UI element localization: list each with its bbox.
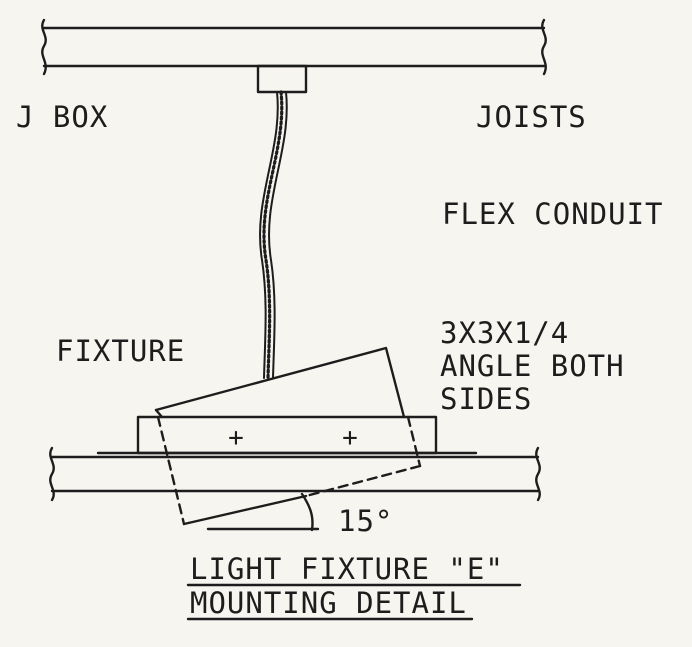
lower-joist-left-break xyxy=(49,446,55,502)
title-line-1: LIGHT FIXTURE "E" xyxy=(190,552,504,586)
angle-label-line-2: ANGLE BOTH xyxy=(440,349,625,383)
flex-conduit-label: FLEX CONDUIT xyxy=(442,197,664,231)
angle-label-line-3: SIDES xyxy=(440,382,533,416)
fixture-label: FIXTURE xyxy=(56,334,186,368)
angle-support xyxy=(96,415,478,455)
joists-label: JOISTS xyxy=(476,100,587,134)
plus-mark-right: + xyxy=(342,423,358,453)
top-joist-left-break xyxy=(41,18,47,76)
angle-label-line-1: 3X3X1/4 xyxy=(440,316,570,350)
j-box-label: J BOX xyxy=(16,100,109,134)
plus-mark-left: + xyxy=(228,423,244,453)
junction-box xyxy=(256,64,308,94)
angle-dimension xyxy=(206,492,320,532)
fixture-rotated-bottom xyxy=(182,494,308,526)
angle-degrees-label: 15° xyxy=(338,504,394,538)
lower-joist-right-break xyxy=(535,446,541,502)
light-fixture-body xyxy=(154,346,406,419)
fixture-rotated-outline xyxy=(156,415,422,526)
title-line-2: MOUNTING DETAIL xyxy=(190,586,467,620)
flex-conduit xyxy=(258,90,288,380)
lower-joist xyxy=(49,446,541,502)
angle-label: 3X3X1/4 ANGLE BOTH SIDES xyxy=(440,317,625,416)
top-joist-right-break xyxy=(541,18,547,76)
